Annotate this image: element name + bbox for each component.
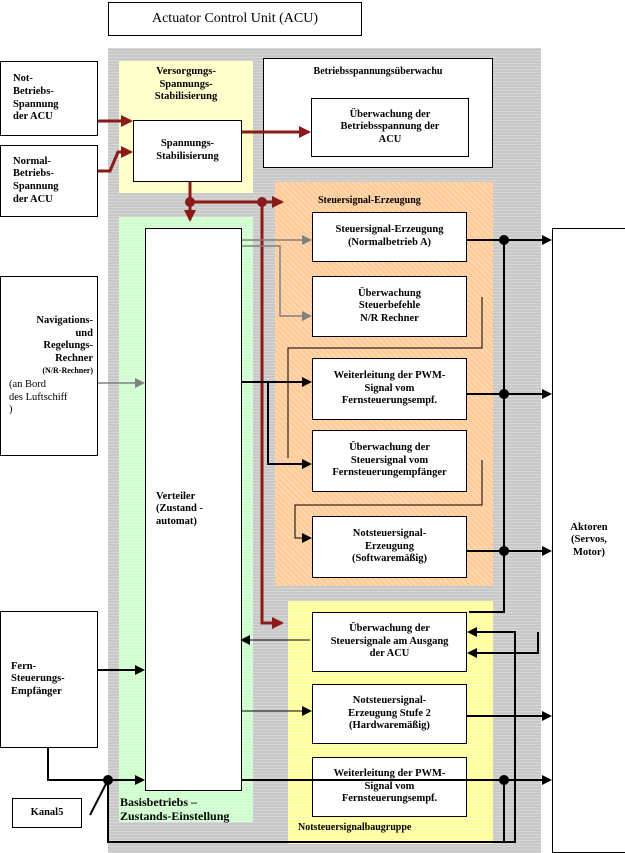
notsteuer-sw-text: Notsteuersignal- Erzeugung (Softwaremäßi… [351,528,428,565]
verteiler-block: Verteiler (Zustand - automat) [145,228,242,791]
ueberwachung-betrieb-block: Überwachung der Betriebsspannung der ACU [311,98,469,157]
not-betriebs-spannung-text: Not- Betriebs- Spannung der ACU [13,73,59,123]
normalbetrieb-text: Steuersignal-Erzeugung (Normalbetrieb A) [335,224,444,248]
junction-kanal [103,775,113,785]
normalbetrieb-block: Steuersignal-Erzeugung (Normalbetrieb A) [312,212,467,262]
junction-out-4 [499,775,509,785]
nr-rechner-bord: (an Bord des Luftschiff ) [9,379,68,416]
ueberwachung-fs-text: Überwachung der Steuersignal vom Fernste… [332,442,447,479]
ueberwachung-betrieb-text: Überwachung der Betriebsspannung der ACU [340,108,440,145]
signal-lines [47,235,552,843]
verteiler-text: Verteiler (Zustand - automat) [156,490,203,527]
notsteuer-label: Notsteuersignalbaugruppe [298,822,412,833]
ueberwachung-nr-block: Überwachung Steuerbefehle N/R Rechner [312,276,467,337]
ueberwachung-fs-block: Überwachung der Steuersignal vom Fernste… [312,430,467,492]
basis-label: Basisbetriebs – Zustands-Einstellung [120,795,230,824]
nr-rechner-abbr: (N/R-Rechner) [42,365,93,375]
junction-out-3 [499,546,509,556]
junction-out-1 [499,235,509,245]
steuersignal-label: Steuersignal-Erzeugung [318,195,421,206]
not-betriebs-spannung-box: Not- Betriebs- Spannung der ACU [0,61,98,136]
kanal5-text: Kanal5 [30,806,64,818]
pwm-weiter-1-block: Weiterleitung der PWM- Signal vom Fernst… [312,358,467,420]
betriebsueberwachung-label: Betriebsspannungsüberwachu [313,66,443,77]
pwm-weiter-1-text: Weiterleitung der PWM- Signal vom Fernst… [333,370,446,407]
ueberwachung-ausgang-block: Überwachung der Steuersignale am Ausgang… [312,612,467,672]
versorgung-label: Versorgungs- Spannungs- Stabilisierung [154,66,218,103]
nr-rechner-box: Navigations- und Regelungs- Rechner (N/R… [0,276,98,456]
power-junction-2 [257,197,267,207]
nr-signal-lines [98,235,312,388]
notsteuer-sw-block: Notsteuersignal- Erzeugung (Softwaremäßi… [312,516,467,578]
acu-title-box: Actuator Control Unit (ACU) [108,2,362,36]
pwm-weiter-2-text: Weiterleitung der PWM- Signal vom Fernst… [333,768,446,805]
power-junction-1 [185,197,195,207]
normal-betriebs-spannung-box: Normal- Betriebs- Spannung der ACU [0,145,98,217]
aktoren-box: Aktoren (Servos, Motor) [552,228,625,853]
notsteuer-hw-block: Notsteuersignal- Erzeugung Stufe 2 (Hard… [312,684,467,744]
ueberwachung-ausgang-text: Überwachung der Steuersignale am Ausgang… [330,623,449,660]
pwm-weiter-2-block: Weiterleitung der PWM- Signal vom Fernst… [312,757,467,817]
aktoren-text: Aktoren (Servos, Motor) [570,521,608,558]
kanal5-box: Kanal5 [12,798,82,828]
nr-rechner-text: Navigations- und Regelungs- Rechner [36,315,93,364]
stabilisierung-text: Spannungs- Stabilisierung [156,138,219,162]
normal-betriebs-spannung-text: Normal- Betriebs- Spannung der ACU [13,155,59,205]
thin-signal-lines [240,297,483,716]
fernsteuerung-text: Fern- Steuerungs- Empfänger [11,660,65,697]
power-lines [98,115,311,629]
stabilisierung-block: Spannungs- Stabilisierung [133,120,242,182]
notsteuer-hw-text: Notsteuersignal- Erzeugung Stufe 2 (Hard… [348,695,431,732]
acu-title: Actuator Control Unit (ACU) [151,10,319,26]
ueberwachung-nr-text: Überwachung Steuerbefehle N/R Rechner [357,287,421,324]
fernsteuerung-box: Fern- Steuerungs- Empfänger [0,611,98,748]
junction-out-2 [499,389,509,399]
